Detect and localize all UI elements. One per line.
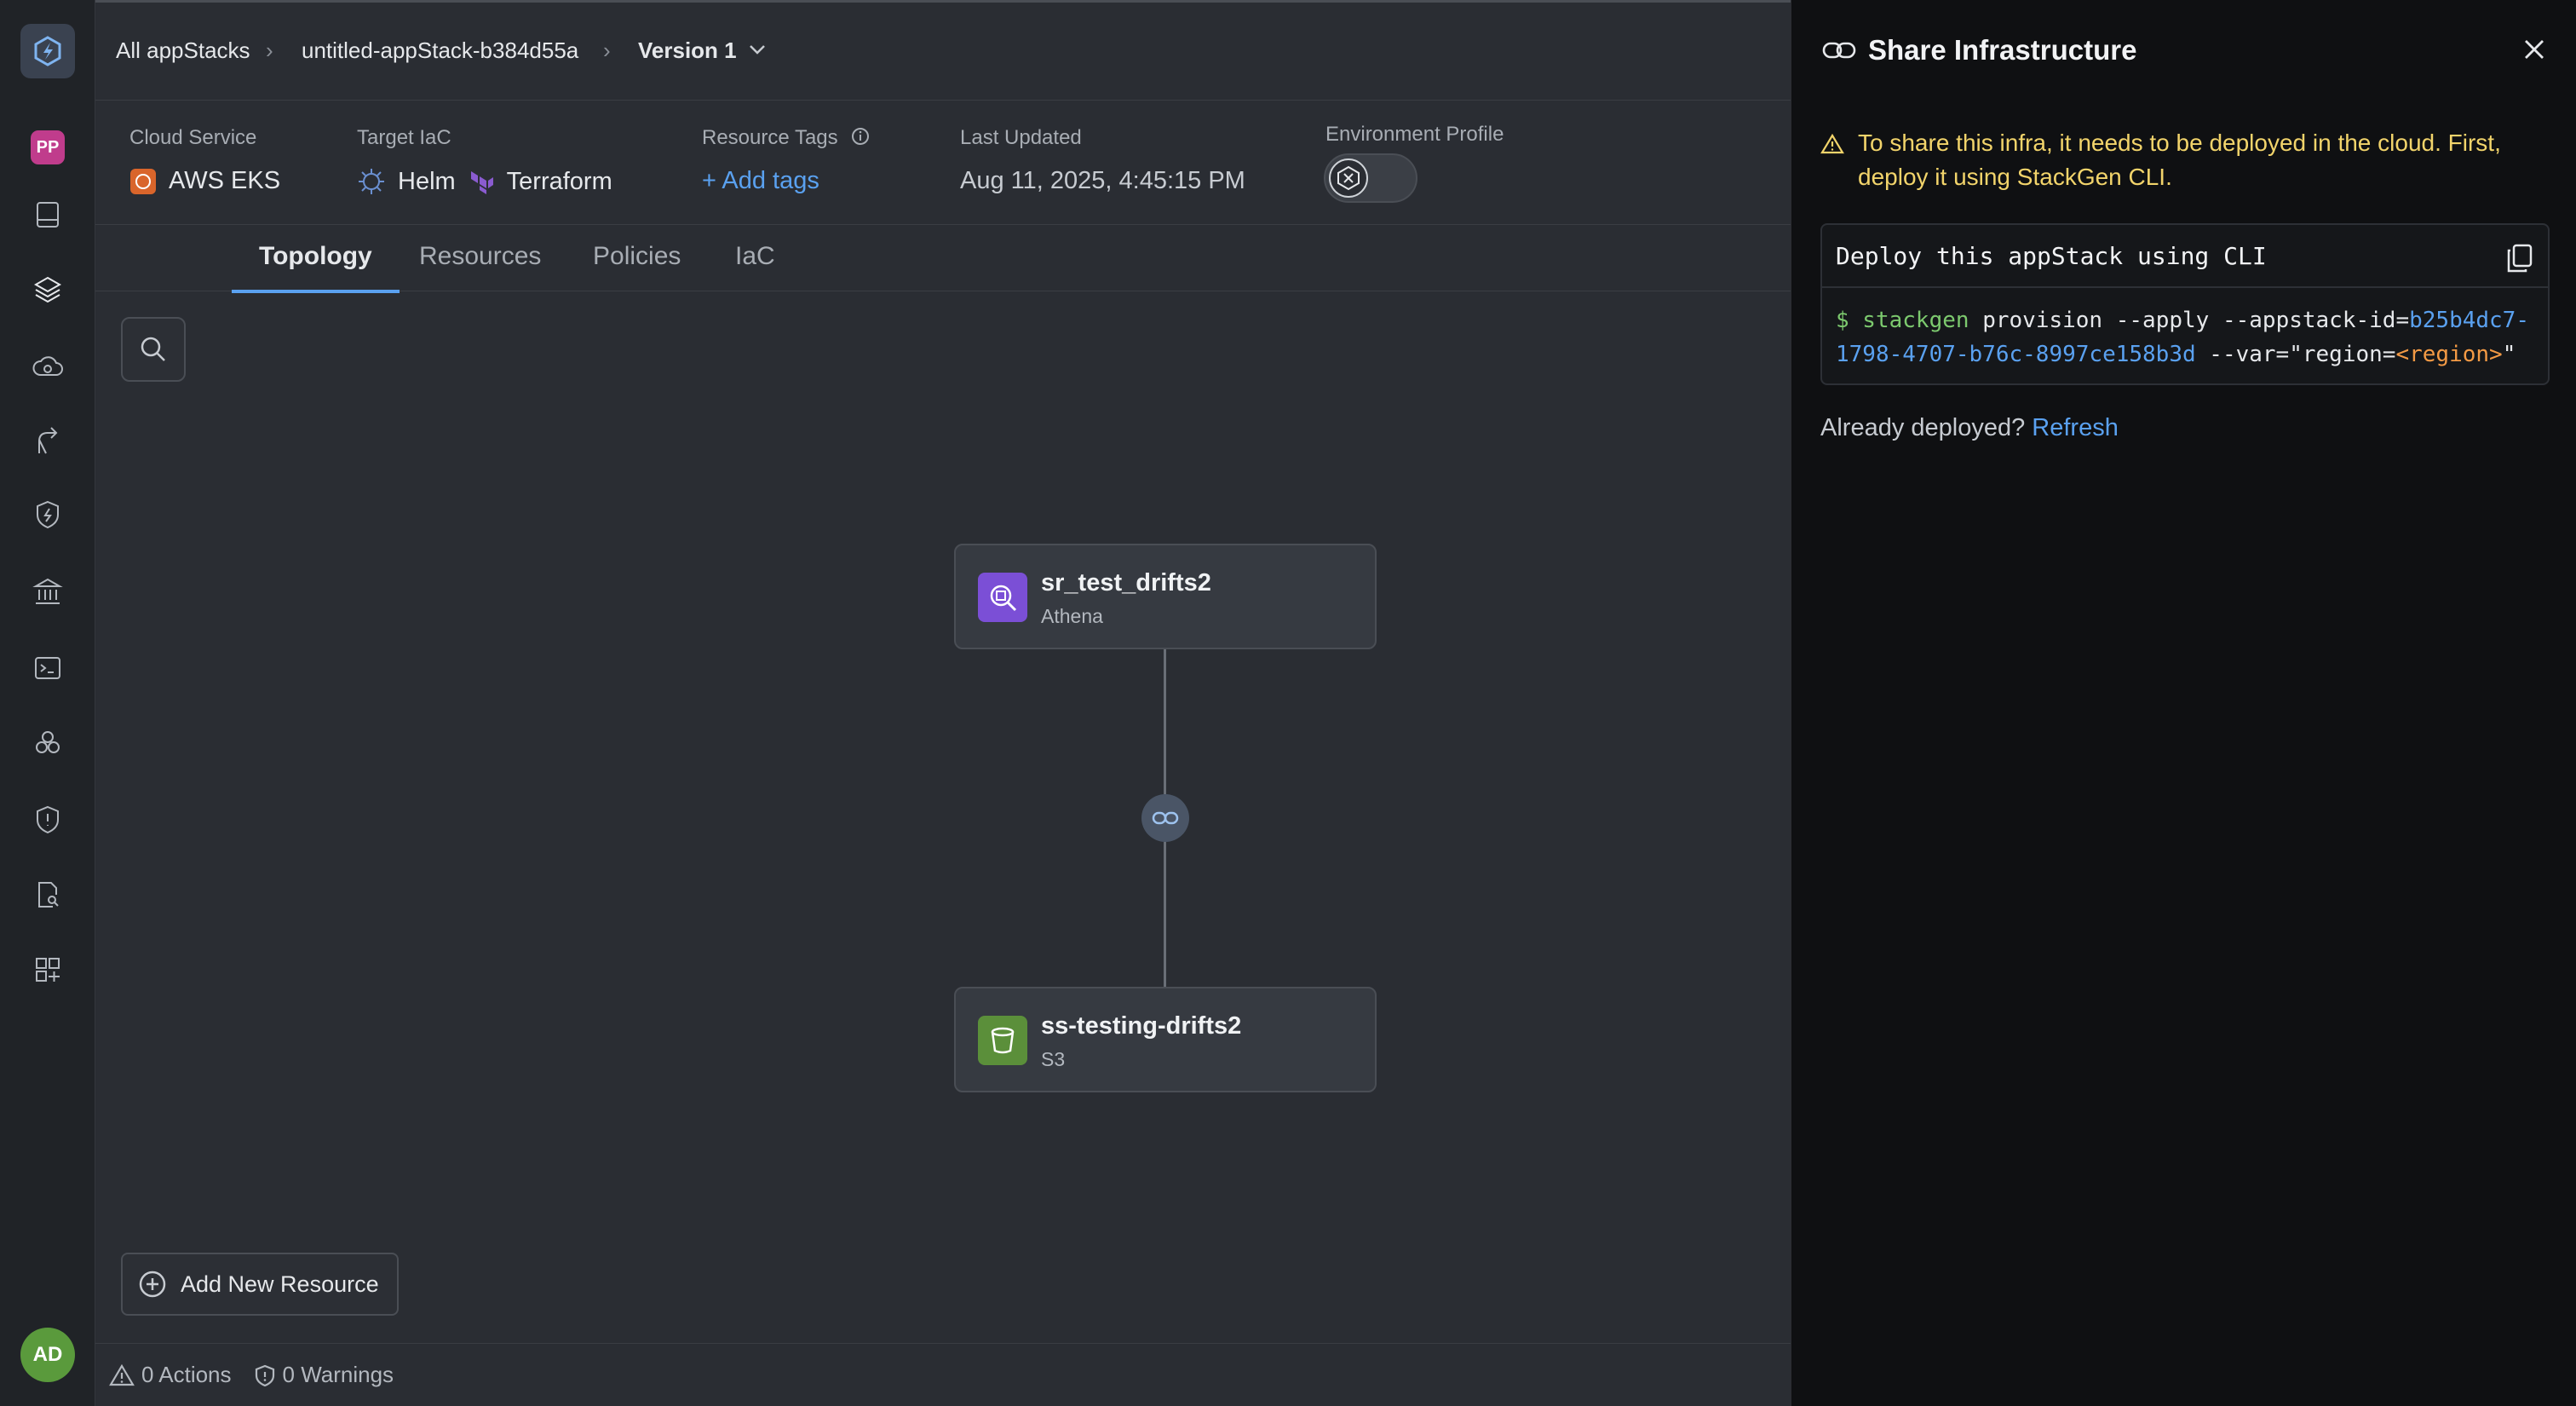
refresh-link[interactable]: Refresh: [2032, 414, 2119, 441]
info-icon[interactable]: [850, 126, 871, 147]
resource-tags-label-text: Resource Tags: [702, 126, 838, 149]
cmd-end-quote: ": [2502, 342, 2516, 367]
last-updated-label: Last Updated: [960, 126, 1082, 149]
version-selector[interactable]: Version 1: [638, 37, 737, 63]
breadcrumb-appstack[interactable]: untitled-appStack-b384d55a: [302, 37, 579, 63]
warning-triangle-icon: [1820, 133, 1844, 154]
actions-text: 0 Actions: [141, 1362, 232, 1387]
tab-policies[interactable]: Policies: [593, 242, 681, 270]
layers-icon[interactable]: [26, 268, 70, 312]
panel-title: Share Infrastructure: [1868, 34, 2137, 66]
node-title: sr_test_drifts2: [1041, 569, 1211, 596]
cli-command[interactable]: $ stackgen provision --apply --appstack-…: [1836, 303, 2539, 372]
workspace-badge[interactable]: PP: [31, 130, 65, 164]
tab-topology[interactable]: Topology: [232, 242, 400, 293]
cloud-service-value: AWS EKS: [129, 167, 280, 195]
add-tags-button[interactable]: + Add tags: [702, 167, 819, 194]
node-subtitle: Athena: [1041, 605, 1103, 627]
resource-node-s3[interactable]: ss-testing-drifts2 S3: [954, 987, 1377, 1092]
chevron-right-icon: ›: [603, 37, 611, 63]
breadcrumb: All appStacks › untitled-appStack-b384d5…: [95, 0, 2576, 101]
code-block-title: Deploy this appStack using CLI: [1822, 225, 2548, 288]
window-top-border: [0, 0, 2576, 3]
last-updated-value: Aug 11, 2025, 4:45:15 PM: [960, 167, 1245, 194]
warning-triangle-icon: [109, 1363, 135, 1386]
search-icon: [141, 337, 165, 361]
doc-search-icon[interactable]: [26, 873, 70, 917]
actions-count[interactable]: 0 Actions: [109, 1362, 232, 1388]
cmd-var: --var="region=: [2195, 342, 2396, 367]
link-icon: [1822, 42, 1856, 59]
cloud-service-label: Cloud Service: [129, 126, 257, 149]
warning-text: To share this infra, it needs to be depl…: [1858, 130, 2501, 190]
sidebar: PP AD: [0, 0, 95, 1406]
cloud-service-text: AWS EKS: [169, 167, 281, 194]
cubes-icon[interactable]: [26, 721, 70, 765]
chevron-right-icon: ›: [266, 37, 273, 63]
breadcrumb-all-appstacks[interactable]: All appStacks: [116, 37, 250, 63]
athena-icon: [978, 573, 1027, 622]
warnings-text: 0 Warnings: [282, 1362, 394, 1387]
node-subtitle: S3: [1041, 1048, 1066, 1070]
node-title: ss-testing-drifts2: [1041, 1012, 1242, 1040]
appstack-info: Cloud Service AWS EKS Target IaC Helm Te…: [95, 101, 2576, 225]
canvas-search-button[interactable]: [121, 317, 186, 382]
environment-profile-toggle[interactable]: [1324, 153, 1417, 203]
status-footer: 0 Actions 0 Warnings: [95, 1343, 2576, 1406]
hexagon-x-icon: [1329, 158, 1368, 198]
grid-plus-icon[interactable]: [26, 948, 70, 992]
environment-profile-label: Environment Profile: [1325, 123, 1504, 146]
branch-icon[interactable]: [26, 419, 70, 464]
deploy-warning: To share this infra, it needs to be depl…: [1820, 126, 2553, 194]
link-icon[interactable]: [1141, 794, 1189, 842]
shield-bolt-icon[interactable]: [26, 493, 70, 537]
book-icon[interactable]: [26, 193, 70, 237]
terraform-icon: [470, 171, 493, 194]
shield-alert-icon[interactable]: [26, 798, 70, 842]
cli-code-block: Deploy this appStack using CLI $ stackge…: [1820, 223, 2550, 385]
terminal-icon[interactable]: [26, 646, 70, 690]
already-deployed: Already deployed? Refresh: [1820, 414, 2119, 442]
helm-icon: [359, 169, 384, 194]
tab-resources[interactable]: Resources: [419, 242, 542, 270]
copy-icon[interactable]: [2504, 242, 2536, 274]
add-new-resource-label: Add New Resource: [181, 1271, 379, 1297]
resource-node-athena[interactable]: sr_test_drifts2 Athena: [954, 544, 1377, 649]
cmd-prompt: $ stackgen: [1836, 308, 1969, 333]
cmd-appstack-id: b25b4dc7-1798-4707-b76c-8997ce158b3d: [1836, 308, 2529, 367]
warnings-count[interactable]: 0 Warnings: [254, 1362, 394, 1388]
close-icon[interactable]: [2517, 32, 2551, 66]
chevron-down-icon[interactable]: [746, 41, 768, 58]
target-iac-value: Helm Terraform: [357, 167, 612, 196]
connection-edge: [1164, 842, 1166, 987]
cmd-region-placeholder: <region>: [2395, 342, 2503, 367]
connection-edge: [1164, 649, 1166, 794]
target-iac-label: Target IaC: [357, 126, 451, 149]
already-deployed-text: Already deployed?: [1820, 414, 2026, 441]
tab-iac[interactable]: IaC: [735, 242, 775, 270]
plus-circle-icon: [139, 1271, 166, 1298]
tab-bar: Topology Resources Policies IaC: [95, 225, 2576, 293]
user-avatar[interactable]: AD: [20, 1328, 75, 1382]
share-infrastructure-panel: Share Infrastructure To share this infra…: [1791, 0, 2576, 1406]
cloud-search-icon[interactable]: [26, 344, 70, 389]
aws-eks-icon: [130, 168, 156, 194]
stackgen-logo-icon: [34, 36, 61, 66]
s3-bucket-icon: [978, 1016, 1027, 1065]
bank-icon[interactable]: [26, 569, 70, 614]
resource-tags-label: Resource Tags: [702, 126, 871, 150]
shield-icon: [255, 1364, 274, 1386]
cmd-args: provision --apply --appstack-id=: [1969, 308, 2410, 333]
app-logo[interactable]: [20, 24, 75, 78]
helm-text: Helm: [398, 167, 456, 195]
terraform-text: Terraform: [506, 167, 612, 195]
add-new-resource-button[interactable]: Add New Resource: [121, 1253, 399, 1316]
